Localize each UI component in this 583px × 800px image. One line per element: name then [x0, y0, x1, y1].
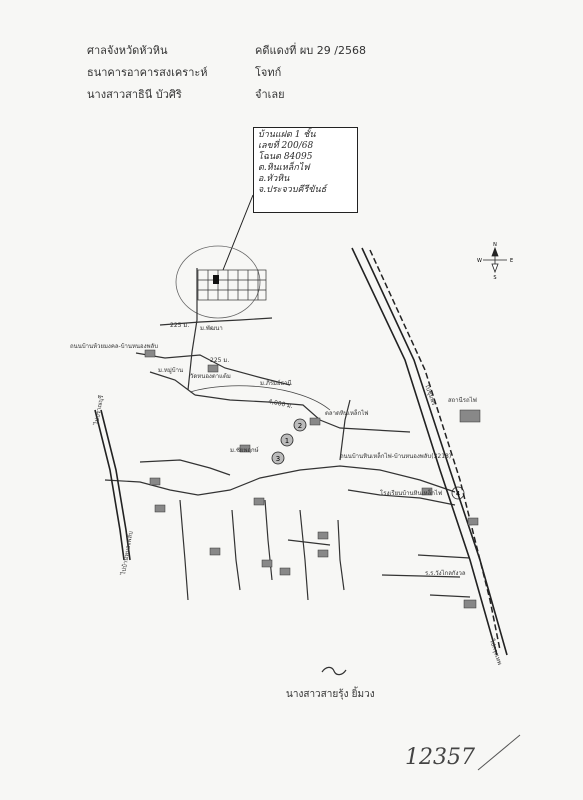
marker-3-label: 3: [276, 455, 280, 463]
property-callout: บ้านแฝด 1 ชั้น เลขที่ 200/68 โฉนด 84095 …: [253, 127, 358, 213]
marker-2-label: 2: [298, 422, 302, 430]
building-icon: [261, 559, 273, 568]
road-label: ถนนบ้านหินเหล็กไฟ-บ้านหนองพลับ(3218): [340, 451, 451, 460]
marker-group: [271, 418, 465, 500]
plaintiff-role: โจทก์: [255, 66, 282, 79]
callout-line: จ.ประจวบคีรีขันธ์: [258, 185, 327, 195]
building-icon: [154, 504, 166, 513]
building-icon: [459, 409, 481, 423]
signature-name: นางสาวสายรุ้ง ยิ้มวง: [286, 689, 375, 700]
place-label: ม.พัฒนา: [200, 325, 223, 332]
building-icon: [421, 487, 433, 496]
marker-2-circle: [293, 418, 307, 432]
building-icon: [144, 349, 156, 358]
callout-line: โฉนด 84095: [258, 152, 313, 162]
case-number: คดีแดงที่ ผบ 29 /2568: [255, 44, 366, 57]
place-label: วัดหนองตาแต้ม: [190, 373, 231, 380]
place-label: ร.ร.วังไกลกังวล: [425, 569, 466, 577]
callout-line: เลขที่ 200/68: [258, 141, 314, 151]
building-icon: [467, 517, 479, 526]
place-label: สถานีรถไฟ: [448, 396, 477, 404]
defendant-name: นางสาวสาธินี บัวศิริ: [87, 88, 182, 101]
marker-3-circle: [271, 451, 285, 465]
signature-mark: [321, 666, 347, 676]
dist-label: 225 ม.: [210, 357, 229, 364]
property-circle: [175, 245, 261, 319]
building-icon: [463, 599, 477, 609]
route-4000: [189, 385, 331, 411]
hw4-label: 4: [456, 490, 461, 498]
callout-line: บ้านแฝด 1 ชั้น: [258, 130, 316, 140]
defendant-role: จำเลย: [255, 88, 285, 101]
place-label: ม.ชัยพฤกษ์: [230, 446, 259, 454]
road-label: ไปกรุงเทพ: [488, 637, 504, 666]
callout-line: ต.หินเหล็กไฟ: [258, 163, 310, 173]
dist-label: 4,000 ม.: [268, 398, 294, 410]
callout-line: อ.หัวหิน: [258, 174, 290, 184]
marker-1-label: 1: [285, 437, 289, 445]
compass-icon: [483, 246, 507, 274]
railway: [369, 249, 501, 651]
marker-1-circle: [280, 433, 294, 447]
road-label: ถนนบ้านห้วยมงคล-บ้านหนองพลับ: [70, 343, 158, 350]
subject-property-marker: [213, 275, 219, 284]
footer-number: 12357: [405, 745, 475, 770]
building-icon: [239, 444, 251, 453]
place-label: ม.หมู่บ้าน: [158, 367, 183, 374]
building-icon: [149, 477, 161, 486]
subdivision-plots: [197, 269, 267, 301]
building-icons: [144, 349, 481, 609]
building-icon: [209, 547, 221, 556]
dist-label: 225 ม.: [170, 322, 189, 329]
callout-leader-line: [222, 194, 254, 271]
building-icon: [317, 549, 329, 558]
building-icon: [253, 497, 265, 506]
place-label: ม.ภิรมย์ธานี: [260, 379, 292, 387]
compass-n: N: [493, 242, 497, 248]
compass-s: S: [493, 275, 496, 281]
place-label: ตลาดหินเหล็กไฟ: [325, 408, 368, 417]
court-name: ศาลจังหวัดหัวหิน: [87, 44, 168, 57]
main-highway: [351, 247, 508, 656]
compass-w: W: [477, 258, 482, 264]
plaintiff-name: ธนาคารอาคารสงเคราะห์: [87, 66, 208, 79]
compass-e: E: [510, 258, 513, 264]
building-icon: [207, 364, 219, 373]
place-label: โรงเรียนบ้านหินเหล็กไฟ: [380, 488, 442, 497]
footer-stroke: [477, 734, 521, 771]
building-icon: [309, 417, 321, 426]
building-icon: [279, 567, 291, 576]
left-highway: [94, 409, 131, 561]
hw4-circle: [451, 486, 465, 500]
local-roads: [104, 268, 471, 601]
building-icon: [317, 531, 329, 540]
